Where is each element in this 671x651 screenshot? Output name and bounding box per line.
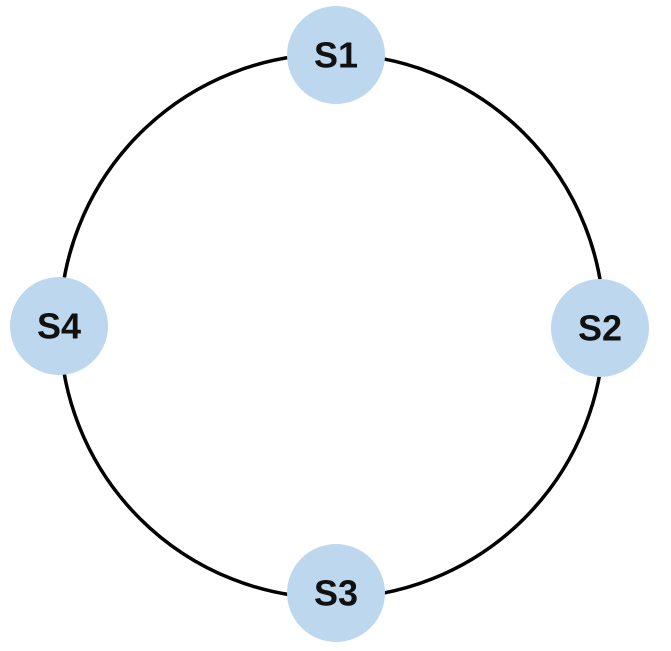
node-s4-label: S4 <box>37 306 81 347</box>
node-s1-label: S1 <box>314 35 358 76</box>
node-s4-circle <box>10 277 108 375</box>
node-s3-circle <box>287 544 385 642</box>
node-s1: S1 <box>287 6 385 104</box>
node-s2-circle <box>551 279 649 377</box>
ring-connection <box>58 52 606 600</box>
node-s4: S4 <box>10 277 108 375</box>
node-s1-circle <box>287 6 385 104</box>
node-s2: S2 <box>551 279 649 377</box>
node-s3-label: S3 <box>314 573 358 614</box>
node-s2-label: S2 <box>578 308 622 349</box>
node-s3: S3 <box>287 544 385 642</box>
